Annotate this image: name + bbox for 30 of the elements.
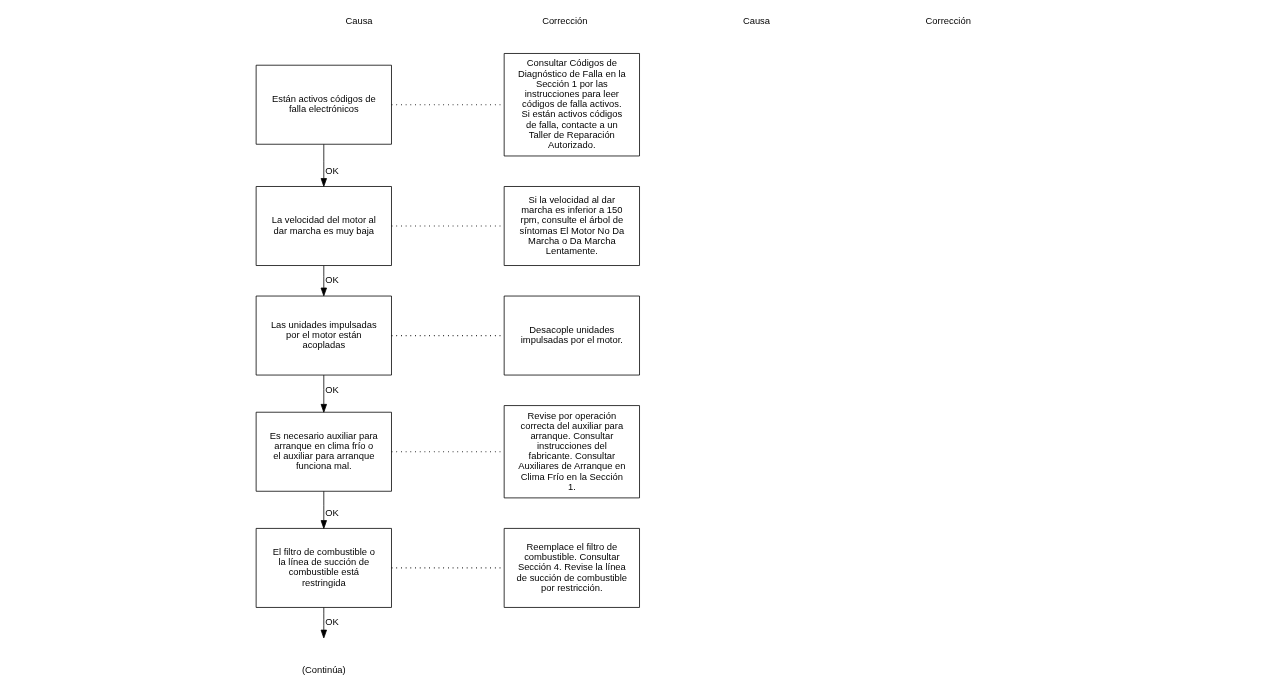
edge-label: OK: [324, 384, 339, 395]
node-box: Si la velocidad al dar marcha es inferior a 150 rpm, consulte el árbol de síntomas El Motor No Da Marcha o Da Marcha Lentamente.: [503, 186, 640, 266]
node-box: El filtro de combustible o la línea de succión de combustible está restringida: [255, 528, 392, 608]
node-box: Es necesario auxiliar para arranque en clima frío o el auxiliar para arranque funciona mal.: [255, 411, 392, 492]
edge-label: OK: [324, 165, 339, 176]
connector: [390, 451, 504, 453]
node-box: Consultar Códigos de Diagnóstico de Falla en la Sección 1 por las instrucciones para leer códigos de falla activos. Si están activos códigos de falla, contacte a un Taller de Reparación Autorizado.: [503, 53, 640, 157]
label: Causa: [344, 16, 373, 27]
node-box: Las unidades impulsadas por el motor están acopladas: [255, 295, 392, 376]
node-box: Reemplace el filtro de combustible. Consultar Sección 4. Revise la línea de succión de combustible por restricción.: [503, 528, 640, 608]
label: Corrección: [541, 16, 587, 27]
edge-label: OK: [324, 617, 339, 628]
connector: [390, 334, 504, 337]
edge-label: OK: [324, 507, 339, 518]
label: (Continúa): [301, 664, 346, 675]
arrow: [320, 144, 327, 187]
arrow: [320, 374, 327, 413]
connector: [390, 225, 504, 227]
node-box: Revise por operación correcta del auxiliar para arranque. Consultar instrucciones del fabricante. Consultar Auxiliares de Arranque en Clima Frío en la Sección 1.: [503, 405, 640, 499]
label: Causa: [742, 16, 770, 27]
node-box: La velocidad del motor al dar marcha es muy baja: [255, 186, 392, 266]
edge-label: OK: [324, 275, 339, 286]
connector: [390, 104, 504, 106]
connector: [390, 567, 504, 569]
label: Corrección: [925, 16, 971, 27]
arrow: [320, 490, 327, 529]
node-box: Están activos códigos de falla electrónicos: [255, 64, 392, 145]
arrow: [320, 265, 327, 297]
node-box: Desacople unidades impulsadas por el motor.: [503, 295, 640, 376]
arrow: [320, 607, 327, 639]
